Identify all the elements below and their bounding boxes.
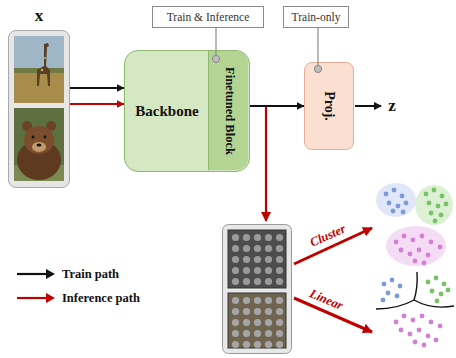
cluster-plot bbox=[376, 183, 453, 266]
node-label: Finetuned Block bbox=[221, 67, 236, 155]
legend-row: Inference path bbox=[16, 286, 140, 310]
leader-stub bbox=[215, 51, 216, 55]
output-symbol: z bbox=[388, 96, 396, 116]
legend-sample bbox=[16, 292, 56, 304]
inference-branch bbox=[265, 106, 267, 221]
node-label: x bbox=[35, 6, 44, 26]
legend-sample bbox=[16, 268, 56, 280]
flow-arrow bbox=[248, 105, 304, 107]
output-arrow bbox=[355, 105, 381, 107]
node-label: Backbone bbox=[135, 103, 198, 120]
bear-photo bbox=[14, 108, 64, 181]
projection-box: Proj. bbox=[304, 62, 354, 150]
panel-ground bbox=[9, 31, 70, 188]
method-label: Linear bbox=[307, 286, 345, 313]
method-label: Cluster bbox=[308, 222, 348, 251]
legend: Train pathInference path bbox=[16, 262, 140, 310]
legend-text: Train path bbox=[62, 267, 119, 282]
legend-row: Train path bbox=[16, 262, 140, 286]
leader-line bbox=[215, 28, 216, 51]
node-label: Train & Inference bbox=[167, 11, 250, 23]
legend-text: Inference path bbox=[62, 291, 140, 306]
node-label: Proj. bbox=[321, 91, 337, 121]
mode-tag: Train-only bbox=[283, 6, 349, 28]
node-label: Train-only bbox=[292, 11, 341, 23]
mode-tag: Train & Inference bbox=[152, 6, 264, 28]
giraffe-photo bbox=[14, 36, 64, 103]
feature-panel bbox=[223, 225, 292, 354]
linear-plot bbox=[376, 272, 454, 347]
image-panel: x bbox=[8, 30, 70, 188]
leader-stub bbox=[317, 62, 318, 65]
flow-arrow bbox=[70, 103, 124, 105]
finetuned-block: Finetuned Block bbox=[208, 51, 248, 170]
flow-arrow bbox=[70, 87, 124, 89]
leader-line bbox=[317, 28, 318, 62]
anchor-dot bbox=[212, 55, 219, 62]
backbone-box: Backbone Finetuned Block bbox=[124, 50, 250, 172]
anchor-dot bbox=[314, 65, 321, 72]
